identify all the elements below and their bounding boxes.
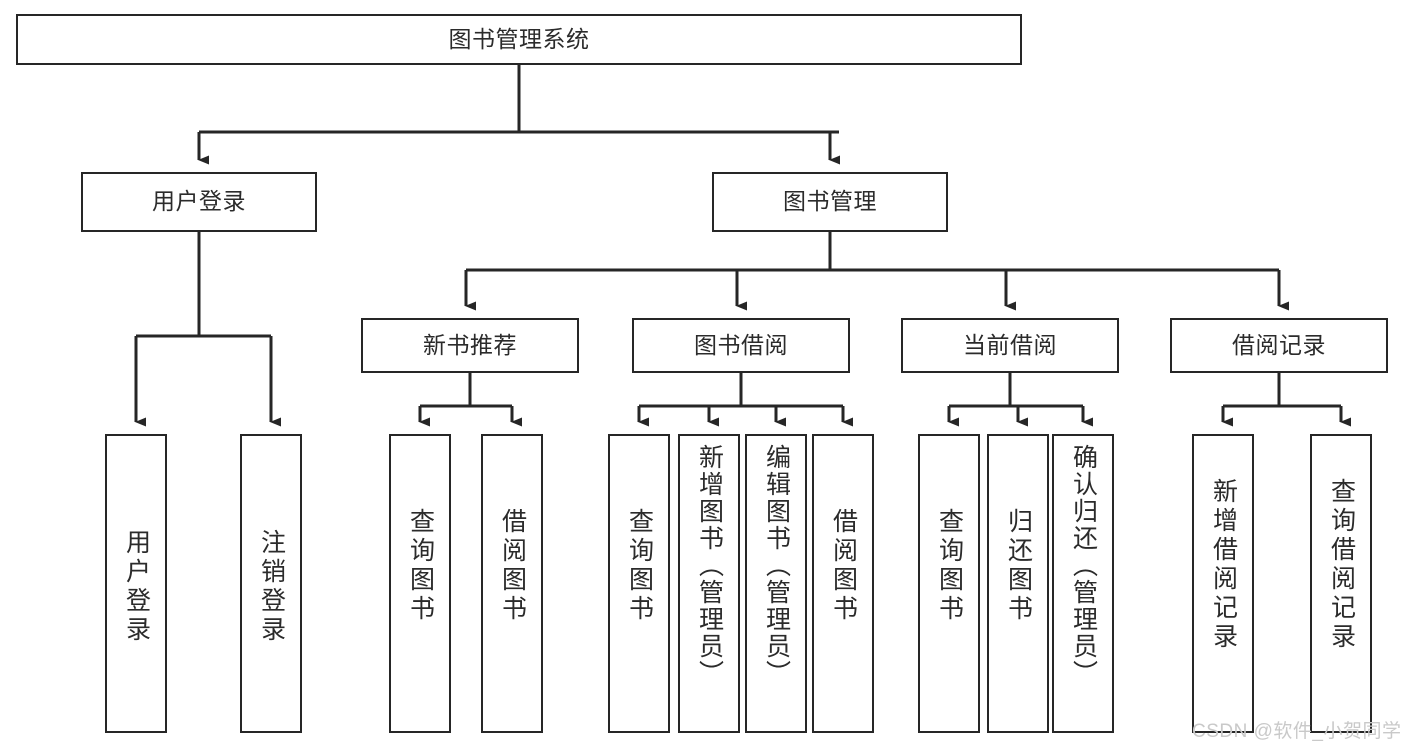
node-leaf-return-book-label: 归还图书 (1004, 508, 1033, 624)
node-leaf-query-book-3-label: 查询图书 (935, 508, 964, 624)
node-leaf-logout-login[interactable]: 注销登录 (240, 434, 302, 733)
node-leaf-query-book-2[interactable]: 查询图书 (608, 434, 670, 733)
node-current-borrow-label: 当前借阅 (963, 331, 1057, 358)
node-leaf-borrow-book-1-label: 借阅图书 (498, 508, 527, 624)
node-leaf-add-book-label: 新增图书（管理员） (695, 444, 724, 687)
node-leaf-add-book[interactable]: 新增图书（管理员） (678, 434, 740, 733)
node-leaf-edit-book[interactable]: 编辑图书（管理员） (745, 434, 807, 733)
node-leaf-return-book[interactable]: 归还图书 (987, 434, 1049, 733)
node-user-login-label: 用户登录 (152, 188, 246, 215)
node-root-label: 图书管理系统 (448, 25, 590, 52)
node-leaf-query-book-1[interactable]: 查询图书 (389, 434, 451, 733)
node-leaf-user-login[interactable]: 用户登录 (105, 434, 167, 733)
node-leaf-borrow-book-2[interactable]: 借阅图书 (812, 434, 874, 733)
node-borrow-record[interactable]: 借阅记录 (1170, 318, 1388, 373)
node-leaf-logout-login-label: 注销登录 (257, 529, 286, 645)
node-new-book-recommend-label: 新书推荐 (423, 331, 517, 358)
node-leaf-query-book-3[interactable]: 查询图书 (918, 434, 980, 733)
node-leaf-query-book-2-label: 查询图书 (625, 508, 654, 624)
watermark: CSDN @软件_小贺同学 (1192, 721, 1402, 742)
node-leaf-borrow-book-1[interactable]: 借阅图书 (481, 434, 543, 733)
node-book-management[interactable]: 图书管理 (712, 172, 948, 232)
node-new-book-recommend[interactable]: 新书推荐 (361, 318, 579, 373)
node-book-management-label: 图书管理 (783, 188, 877, 215)
node-leaf-user-login-label: 用户登录 (122, 529, 151, 645)
node-leaf-query-record[interactable]: 查询借阅记录 (1310, 434, 1372, 733)
node-borrow-record-label: 借阅记录 (1232, 331, 1326, 358)
node-leaf-confirm-return-label: 确认归还（管理员） (1069, 444, 1098, 687)
node-leaf-query-record-label: 查询借阅记录 (1327, 478, 1356, 652)
node-leaf-edit-book-label: 编辑图书（管理员） (762, 444, 791, 687)
node-leaf-query-book-1-label: 查询图书 (406, 508, 435, 624)
node-user-login[interactable]: 用户登录 (81, 172, 317, 232)
node-book-borrow-label: 图书借阅 (694, 331, 788, 358)
node-current-borrow[interactable]: 当前借阅 (901, 318, 1119, 373)
node-leaf-add-record[interactable]: 新增借阅记录 (1192, 434, 1254, 733)
node-leaf-confirm-return[interactable]: 确认归还（管理员） (1052, 434, 1114, 733)
node-book-borrow[interactable]: 图书借阅 (632, 318, 850, 373)
node-leaf-add-record-label: 新增借阅记录 (1209, 478, 1238, 652)
node-root[interactable]: 图书管理系统 (16, 14, 1022, 65)
node-leaf-borrow-book-2-label: 借阅图书 (829, 508, 858, 624)
